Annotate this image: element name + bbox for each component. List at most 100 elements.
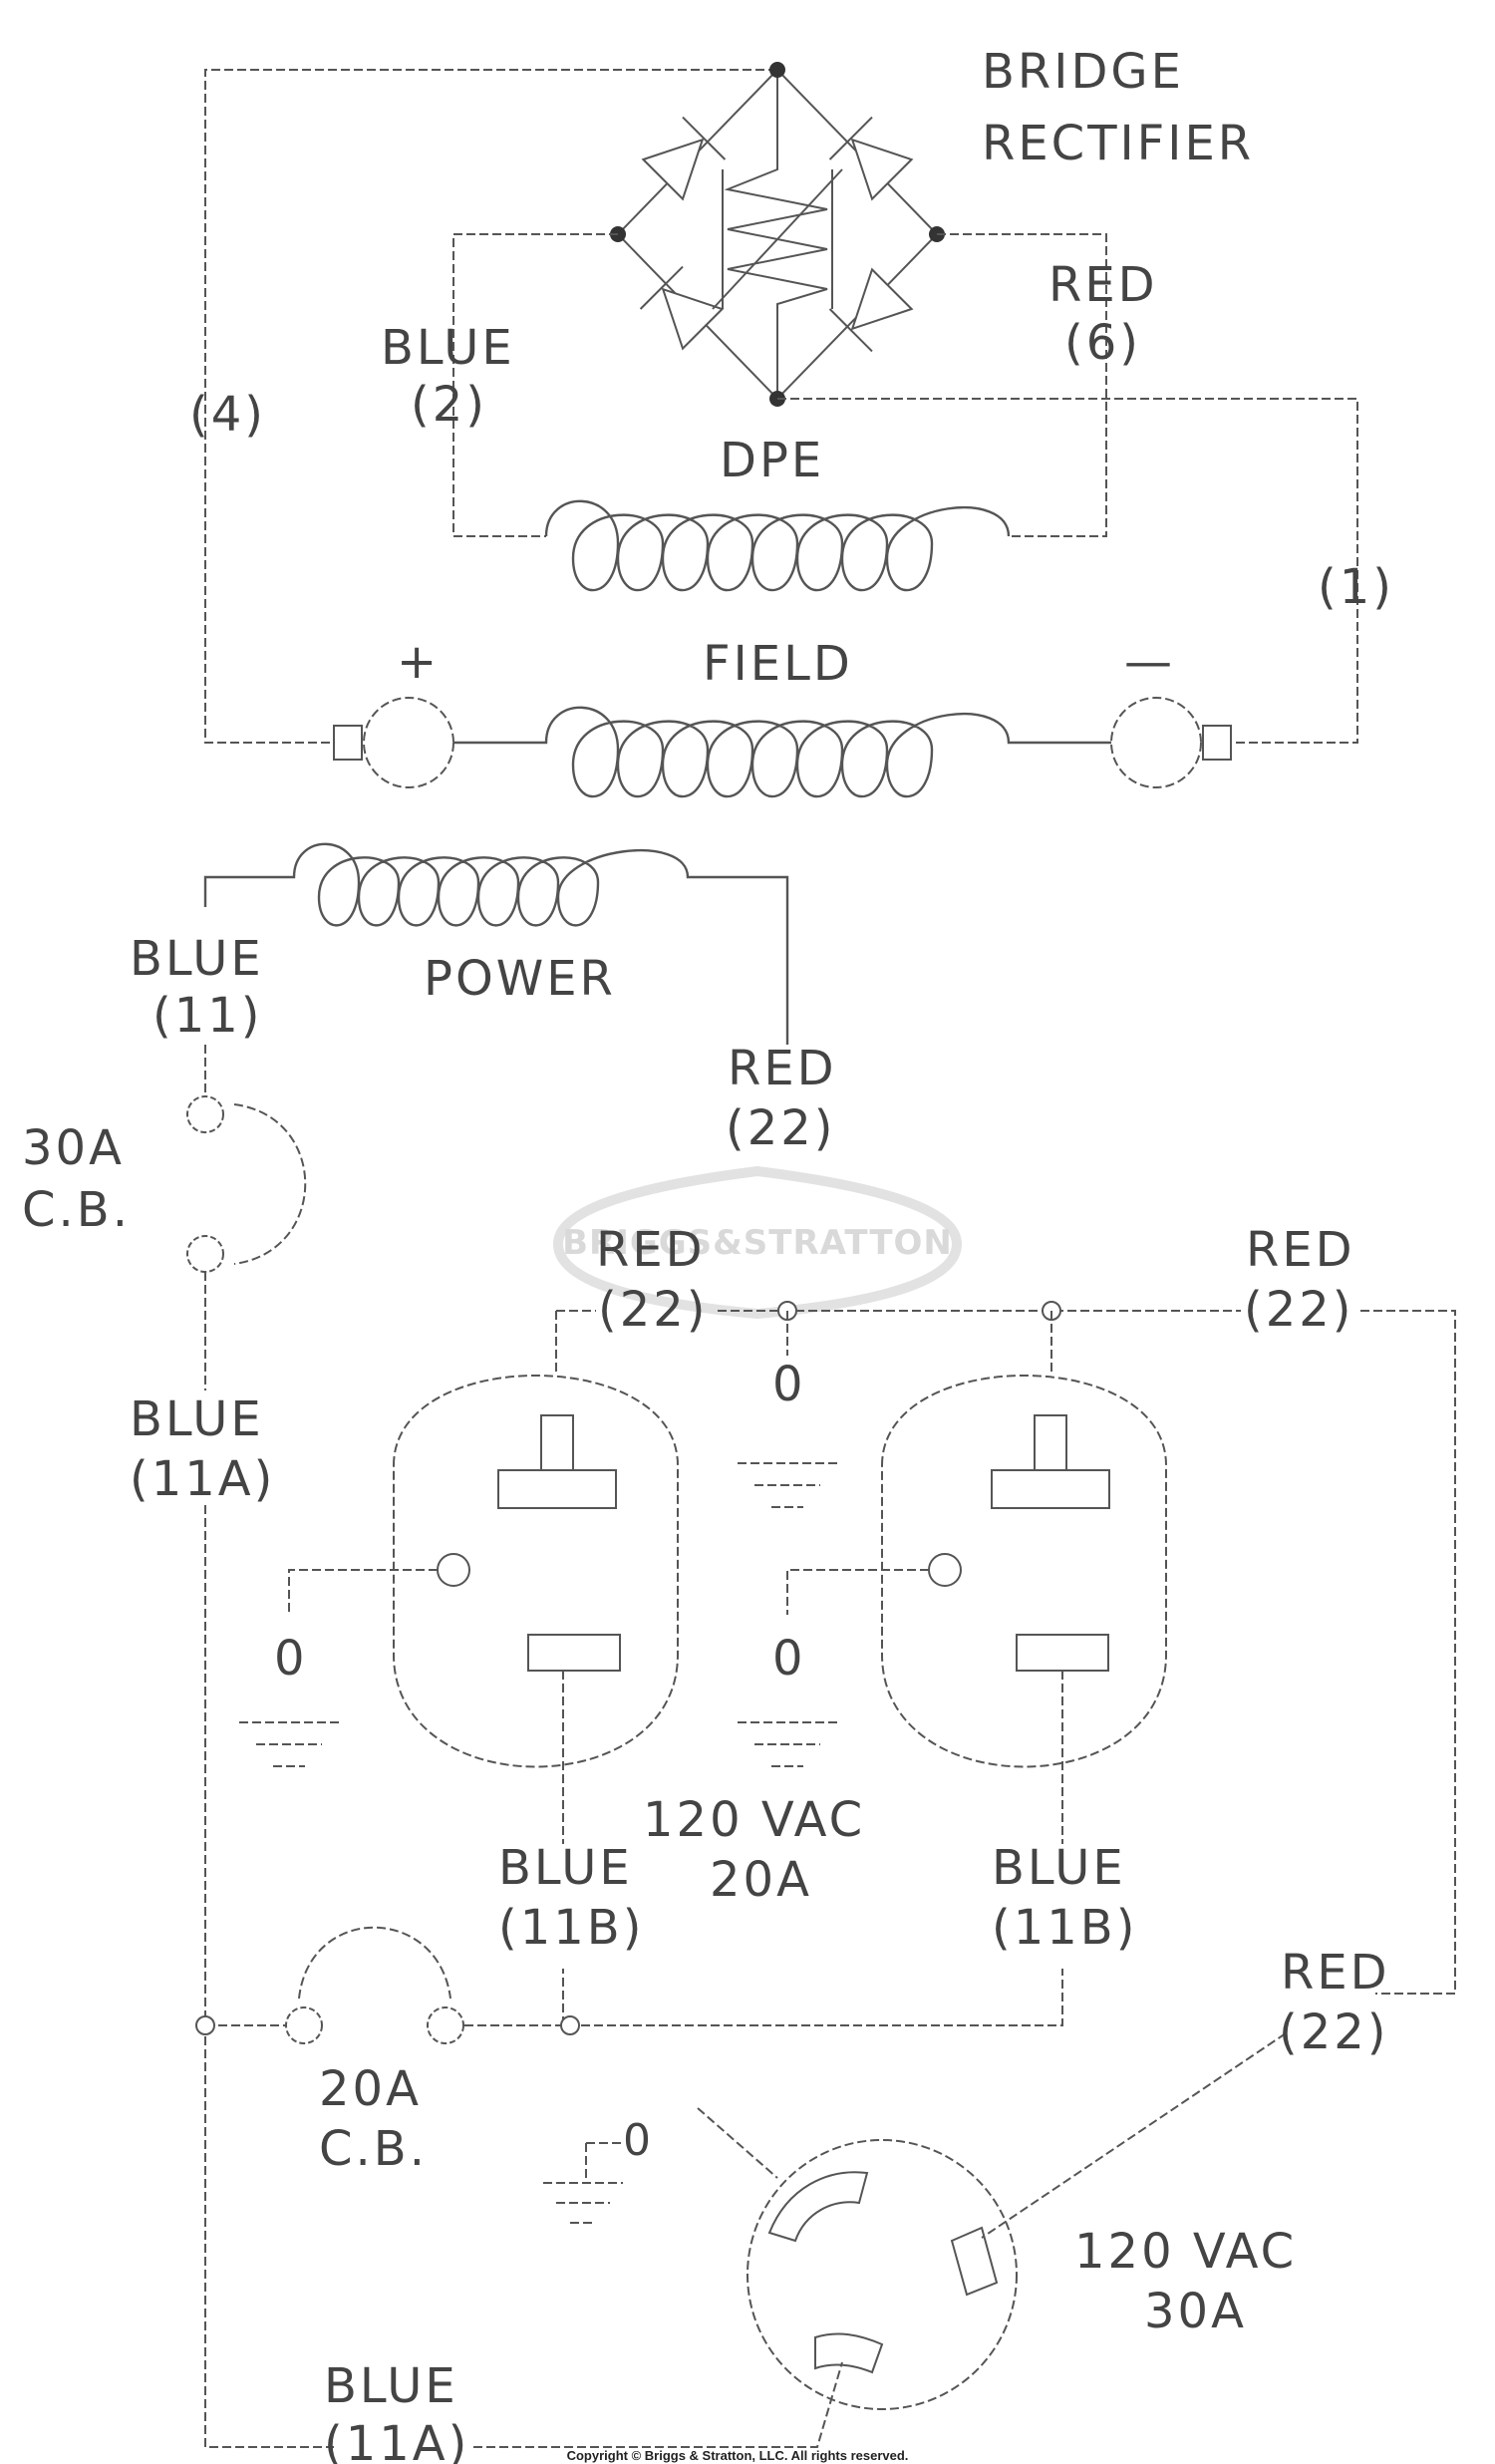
red-22-low-number-label: (22) (1279, 2004, 1389, 2060)
blue-2-color-label: BLUE (381, 320, 515, 376)
wire-red-22-to-30a (981, 2032, 1287, 2239)
cb20-terminal-right (427, 2006, 464, 2044)
ground-center-bottom (738, 1721, 837, 1767)
blue-11b-right-color-label: BLUE (992, 1840, 1126, 1896)
wire-blue-11b-bus (205, 1969, 1063, 2026)
watermark-text: BRIGGS&STRATTON (562, 1223, 953, 1263)
red-6-number-label: (6) (1064, 315, 1141, 371)
dpe-label: DPE (720, 433, 824, 488)
power-label: POWER (424, 951, 616, 1007)
circuit-breaker-20a: 20A C.B. (195, 1926, 1063, 2177)
resistor-zigzag (724, 70, 828, 399)
red-22-mid-number-label: (22) (598, 1282, 709, 1338)
receptacle-left-hot-slot (497, 1469, 617, 1509)
wire-left-ground (288, 1569, 438, 1615)
blue-11a-bottom-color-label: BLUE (324, 2358, 458, 2414)
field-section: (4) (1) + — FIELD (189, 387, 1394, 798)
varistor-slash (712, 168, 843, 310)
receptacle-30a-hot-blade (950, 2226, 999, 2297)
red-22-right-color-label: RED (1246, 1222, 1355, 1278)
cb20-label-2: C.B. (319, 2121, 428, 2177)
bridge-rectifier-section: BRIDGE RECTIFIER (204, 44, 1254, 744)
wire-red-6 (937, 233, 1107, 537)
diode-bottom-right (828, 267, 914, 353)
receptacle-30a: 0 RED (22) 120 VAC 30A BLUE (11A) (324, 1945, 1390, 2464)
bridge-rectifier-label-2: RECTIFIER (982, 116, 1254, 171)
brush-minus-holder (1202, 725, 1232, 761)
wire-1 (777, 398, 1358, 744)
blue-11b-right-number-label: (11B) (992, 1900, 1137, 1956)
zero-center-low-label: 0 (772, 1631, 806, 1687)
wire-blue-11a-to-30a (473, 2361, 843, 2448)
dpe-section: BLUE (2) RED (6) DPE (381, 233, 1158, 592)
red-22-top-color-label: RED (728, 1041, 837, 1096)
circuit-breaker-30a: 30A C.B. (22, 1045, 307, 1273)
cb30-terminal-top (186, 1095, 224, 1133)
zero-receptacle-label: 0 (623, 2115, 653, 2166)
vac30-label-2: 30A (1144, 2284, 1247, 2339)
receptacle-right-hot-stem (1034, 1414, 1067, 1471)
wire-red-22-bus (556, 1310, 1456, 1995)
dpe-coil (544, 499, 1011, 592)
minus-label: — (1124, 634, 1175, 690)
field-label: FIELD (703, 636, 853, 692)
wire-1-label: (1) (1318, 559, 1394, 615)
brush-plus-holder (333, 725, 363, 761)
red-22-bus: RED (22) RED (22) 0 (555, 1222, 1456, 1995)
cb20-label: 20A (319, 2061, 422, 2117)
plus-label: + (397, 634, 440, 690)
blue-11a-top-number-label: (11A) (130, 1451, 275, 1507)
vac20-label-2: 20A (710, 1852, 812, 1908)
watermark-logo: BRIGGS&STRATTON (552, 1165, 963, 1320)
cb20-arc (298, 1926, 451, 2000)
blue-11-number-label: (11) (152, 988, 263, 1044)
red-22-right-number-label: (22) (1244, 1282, 1354, 1338)
receptacle-right-hot-slot (991, 1469, 1110, 1509)
wire-4 (204, 69, 777, 744)
cb20-terminal-left (285, 2006, 323, 2044)
red-22-mid-color-label: RED (596, 1222, 706, 1278)
diode-bottom-left (639, 265, 725, 351)
field-coil (453, 706, 1111, 798)
wire-4-label: (4) (189, 387, 266, 443)
bridge-rectifier-label: BRIDGE (982, 44, 1184, 100)
receptacle-30a-neutral-blade (814, 2332, 884, 2374)
red-6-color-label: RED (1048, 257, 1158, 313)
receptacle-right-ground-hole (928, 1553, 962, 1587)
wire-ground-to-30a (697, 2107, 778, 2179)
cb30-label-2: C.B. (22, 1182, 131, 1238)
power-coil (203, 842, 789, 1045)
receptacle-right-neutral-slot (1016, 1634, 1109, 1672)
cb30-arc (233, 1103, 307, 1265)
blue-11a-top-color-label: BLUE (130, 1391, 264, 1447)
blue-2-number-label: (2) (411, 377, 487, 433)
ground-receptacle (543, 2142, 623, 2224)
diode-top-right (828, 116, 914, 201)
ground-center-top (738, 1462, 837, 1508)
ground-left (239, 1721, 339, 1767)
wire-blue-11a-trunk (204, 1505, 334, 2448)
receptacle-20a-right: 0 (738, 1375, 1167, 1844)
cb30-terminal-bottom (186, 1235, 224, 1273)
blue-11b-left-color-label: BLUE (498, 1840, 633, 1896)
zero-center-label: 0 (772, 1357, 806, 1412)
receptacle-left-neutral-slot (527, 1634, 621, 1672)
copyright-notice: Copyright © Briggs & Stratton, LLC. All … (567, 2448, 909, 2463)
cb30-label: 30A (22, 1120, 125, 1176)
blue-11a-bottom-number-label: (11A) (324, 2416, 469, 2464)
vac20-label: 120 VAC (643, 1792, 865, 1848)
receptacle-30a-ground-blade (767, 2171, 869, 2243)
red-22-top-number-label: (22) (726, 1100, 836, 1156)
brush-minus (1110, 697, 1202, 788)
node-blue-11b-left (560, 2015, 580, 2035)
blue-11-color-label: BLUE (130, 931, 264, 987)
receptacle-right-outline (881, 1375, 1167, 1768)
brush-plus (363, 697, 454, 788)
receptacle-30a-outline (747, 2139, 1018, 2410)
red-22-low-color-label: RED (1281, 1945, 1390, 2001)
power-section: BLUE (11) POWER RED (22) (130, 842, 837, 1156)
receptacle-20a-left: 0 (239, 1375, 679, 1844)
blue-11b-left-number-label: (11B) (498, 1900, 644, 1956)
blue-11a-trunk: BLUE (11A) (130, 1272, 334, 2448)
